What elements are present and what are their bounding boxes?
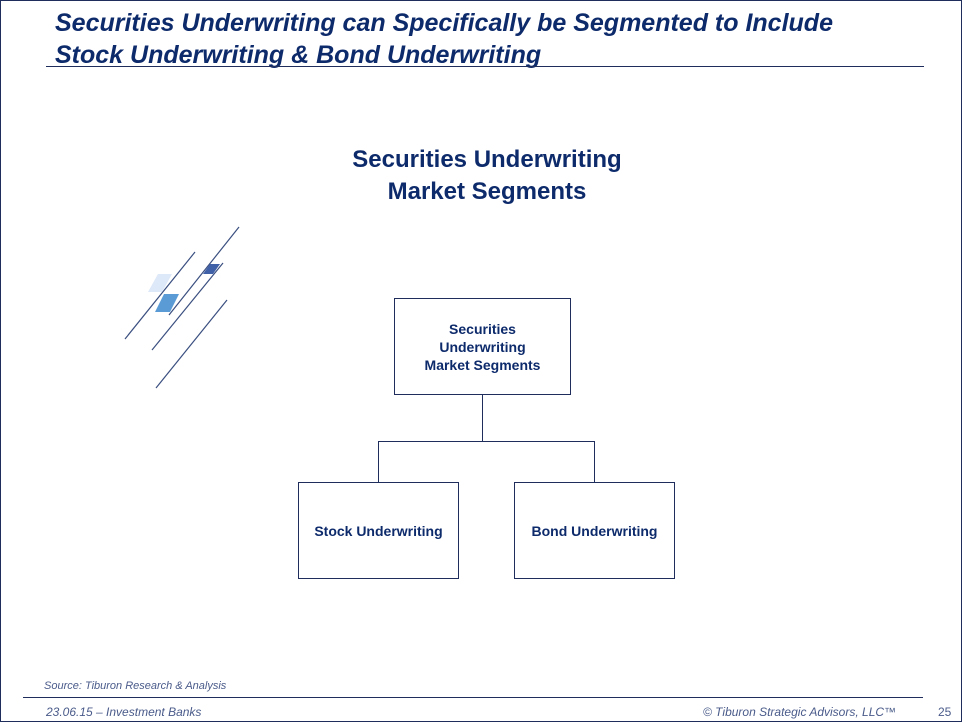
footer-copyright: © Tiburon Strategic Advisors, LLC™: [703, 705, 897, 719]
bond-underwriting-node: Bond Underwriting: [514, 482, 675, 579]
title-divider: [46, 66, 924, 67]
connector: [378, 441, 595, 442]
page-number: 25: [938, 705, 952, 719]
root-line-1: Securities: [449, 320, 516, 337]
footer-divider: [23, 697, 923, 698]
connector: [594, 441, 595, 482]
root-line-2: Underwriting: [439, 338, 526, 355]
connector: [482, 394, 483, 441]
slide-title: Securities Underwriting can Specifically…: [55, 7, 833, 71]
heading-line-1: Securities Underwriting: [352, 146, 622, 173]
title-line-1: Securities Underwriting can Specifically…: [55, 9, 833, 37]
title-line-2: Stock Underwriting & Bond Underwriting: [55, 41, 542, 69]
footer-date: 23.06.15 – Investment Banks: [46, 705, 202, 719]
source-note: Source: Tiburon Research & Analysis: [44, 680, 227, 692]
stock-underwriting-node: Stock Underwriting: [298, 482, 459, 579]
root-line-3: Market Segments: [424, 356, 541, 373]
heading-line-2: Market Segments: [387, 178, 587, 205]
connector: [378, 441, 379, 482]
